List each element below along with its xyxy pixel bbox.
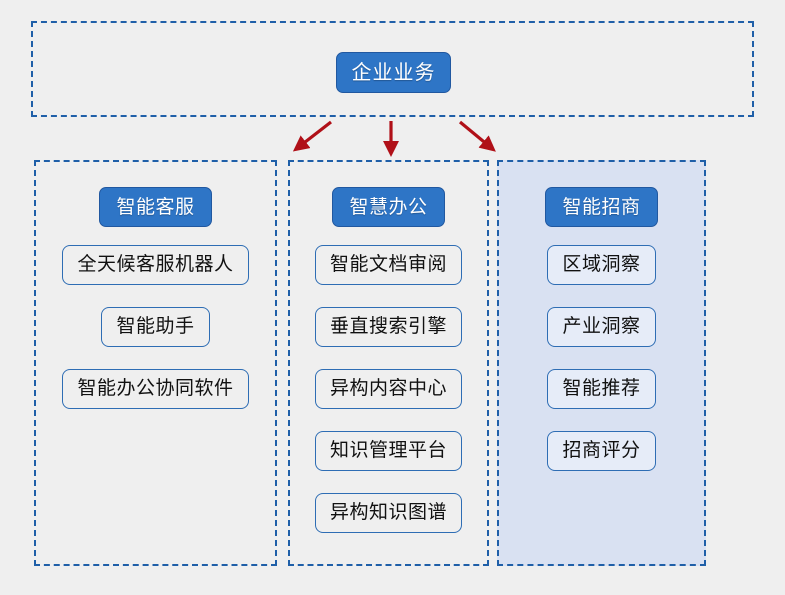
column-header-smart-investment[interactable]: 智能招商 [545, 187, 658, 227]
list-item[interactable]: 异构内容中心 [314, 369, 462, 409]
column-smart-office: 智慧办公 智能文档审阅 垂直搜索引擎 异构内容中心 知识管理平台 异构知识图谱 [288, 160, 489, 566]
item-list-smart-service: 全天候客服机器人 智能助手 智能办公协同软件 [36, 245, 275, 431]
list-item[interactable]: 智能助手 [101, 307, 210, 347]
item-list-smart-office: 智能文档审阅 垂直搜索引擎 异构内容中心 知识管理平台 异构知识图谱 [290, 245, 487, 555]
item-list-smart-investment: 区域洞察 产业洞察 智能推荐 招商评分 [499, 245, 704, 493]
root-node-enterprise-business[interactable]: 企业业务 [336, 52, 451, 93]
list-item[interactable]: 智能办公协同软件 [62, 369, 249, 409]
list-item[interactable]: 全天候客服机器人 [62, 245, 249, 285]
list-item[interactable]: 区域洞察 [547, 245, 656, 285]
list-item[interactable]: 产业洞察 [547, 307, 656, 347]
list-item[interactable]: 异构知识图谱 [314, 493, 462, 533]
list-item[interactable]: 智能文档审阅 [314, 245, 462, 285]
list-item[interactable]: 招商评分 [547, 431, 656, 471]
root-panel [31, 21, 754, 117]
column-smart-service: 智能客服 全天候客服机器人 智能助手 智能办公协同软件 [34, 160, 277, 566]
arrow-to-smart-investment-icon [458, 120, 496, 152]
list-item[interactable]: 智能推荐 [547, 369, 656, 409]
list-item[interactable]: 知识管理平台 [314, 431, 462, 471]
column-header-smart-service[interactable]: 智能客服 [99, 187, 212, 227]
column-smart-investment: 智能招商 区域洞察 产业洞察 智能推荐 招商评分 [497, 160, 706, 566]
column-header-smart-office[interactable]: 智慧办公 [332, 187, 445, 227]
list-item[interactable]: 垂直搜索引擎 [314, 307, 462, 347]
arrow-to-smart-service-icon [292, 120, 332, 152]
